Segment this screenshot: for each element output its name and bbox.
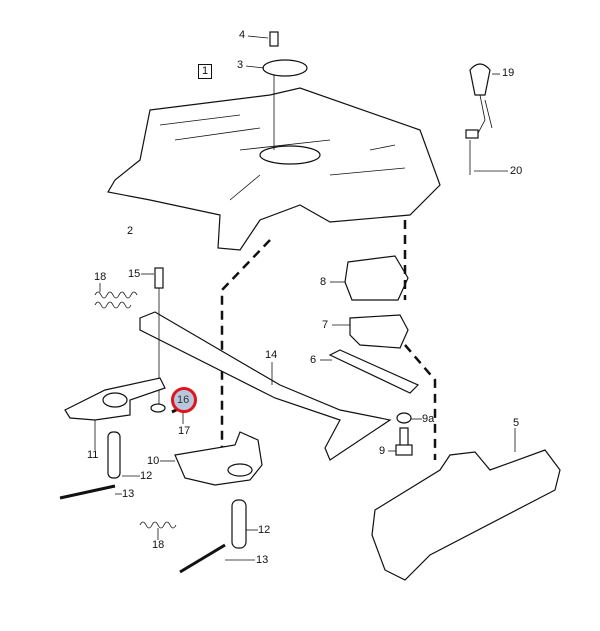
highlight-circle[interactable]: 16 (171, 387, 197, 413)
part-label-6[interactable]: 6 (310, 354, 317, 366)
part-label-18[interactable]: 18 (152, 539, 165, 551)
part-label-10[interactable]: 10 (147, 455, 160, 467)
part-label-13[interactable]: 13 (256, 554, 269, 566)
part-label-13[interactable]: 13 (122, 488, 135, 500)
group-label: 1 (198, 64, 213, 79)
part-label-12[interactable]: 12 (258, 524, 271, 536)
lever-10 (174, 431, 263, 486)
part-label-8[interactable]: 8 (320, 276, 327, 288)
washer (150, 403, 166, 413)
part-7 (349, 314, 409, 349)
part-label-4[interactable]: 4 (239, 29, 246, 41)
part-label-3[interactable]: 3 (237, 59, 244, 71)
part-6 (328, 349, 420, 394)
part-label-9a[interactable]: 9a (422, 413, 435, 425)
bolt-4 (269, 31, 279, 47)
part-label-15[interactable]: 15 (128, 268, 141, 280)
part-label-9[interactable]: 9 (379, 445, 386, 457)
pin-12b (231, 499, 247, 549)
bolt-9 (395, 444, 413, 456)
part-8 (344, 255, 409, 301)
pin-13b (179, 543, 226, 574)
part-label-5[interactable]: 5 (513, 417, 520, 429)
coupling-jaw-5 (371, 449, 561, 581)
part-label-12[interactable]: 12 (140, 470, 153, 482)
fifth-wheel-plate (107, 87, 441, 251)
release-lever-14 (139, 311, 392, 461)
pin-12a (107, 431, 121, 479)
spring-18a (94, 291, 138, 309)
part-label-19[interactable]: 19 (502, 67, 515, 79)
part-label-2[interactable]: 2 (127, 225, 134, 237)
part-label-14[interactable]: 14 (265, 349, 278, 361)
pin-13a (59, 484, 116, 500)
spring-18b (139, 521, 177, 529)
part-label-7[interactable]: 7 (322, 319, 329, 331)
part-label-16[interactable]: 16 (177, 394, 190, 406)
part-label-20[interactable]: 20 (510, 165, 523, 177)
part-label-17[interactable]: 17 (178, 425, 191, 437)
coupling-part-3 (262, 59, 308, 77)
part-label-11[interactable]: 11 (87, 449, 99, 461)
part-label-18[interactable]: 18 (94, 271, 107, 283)
